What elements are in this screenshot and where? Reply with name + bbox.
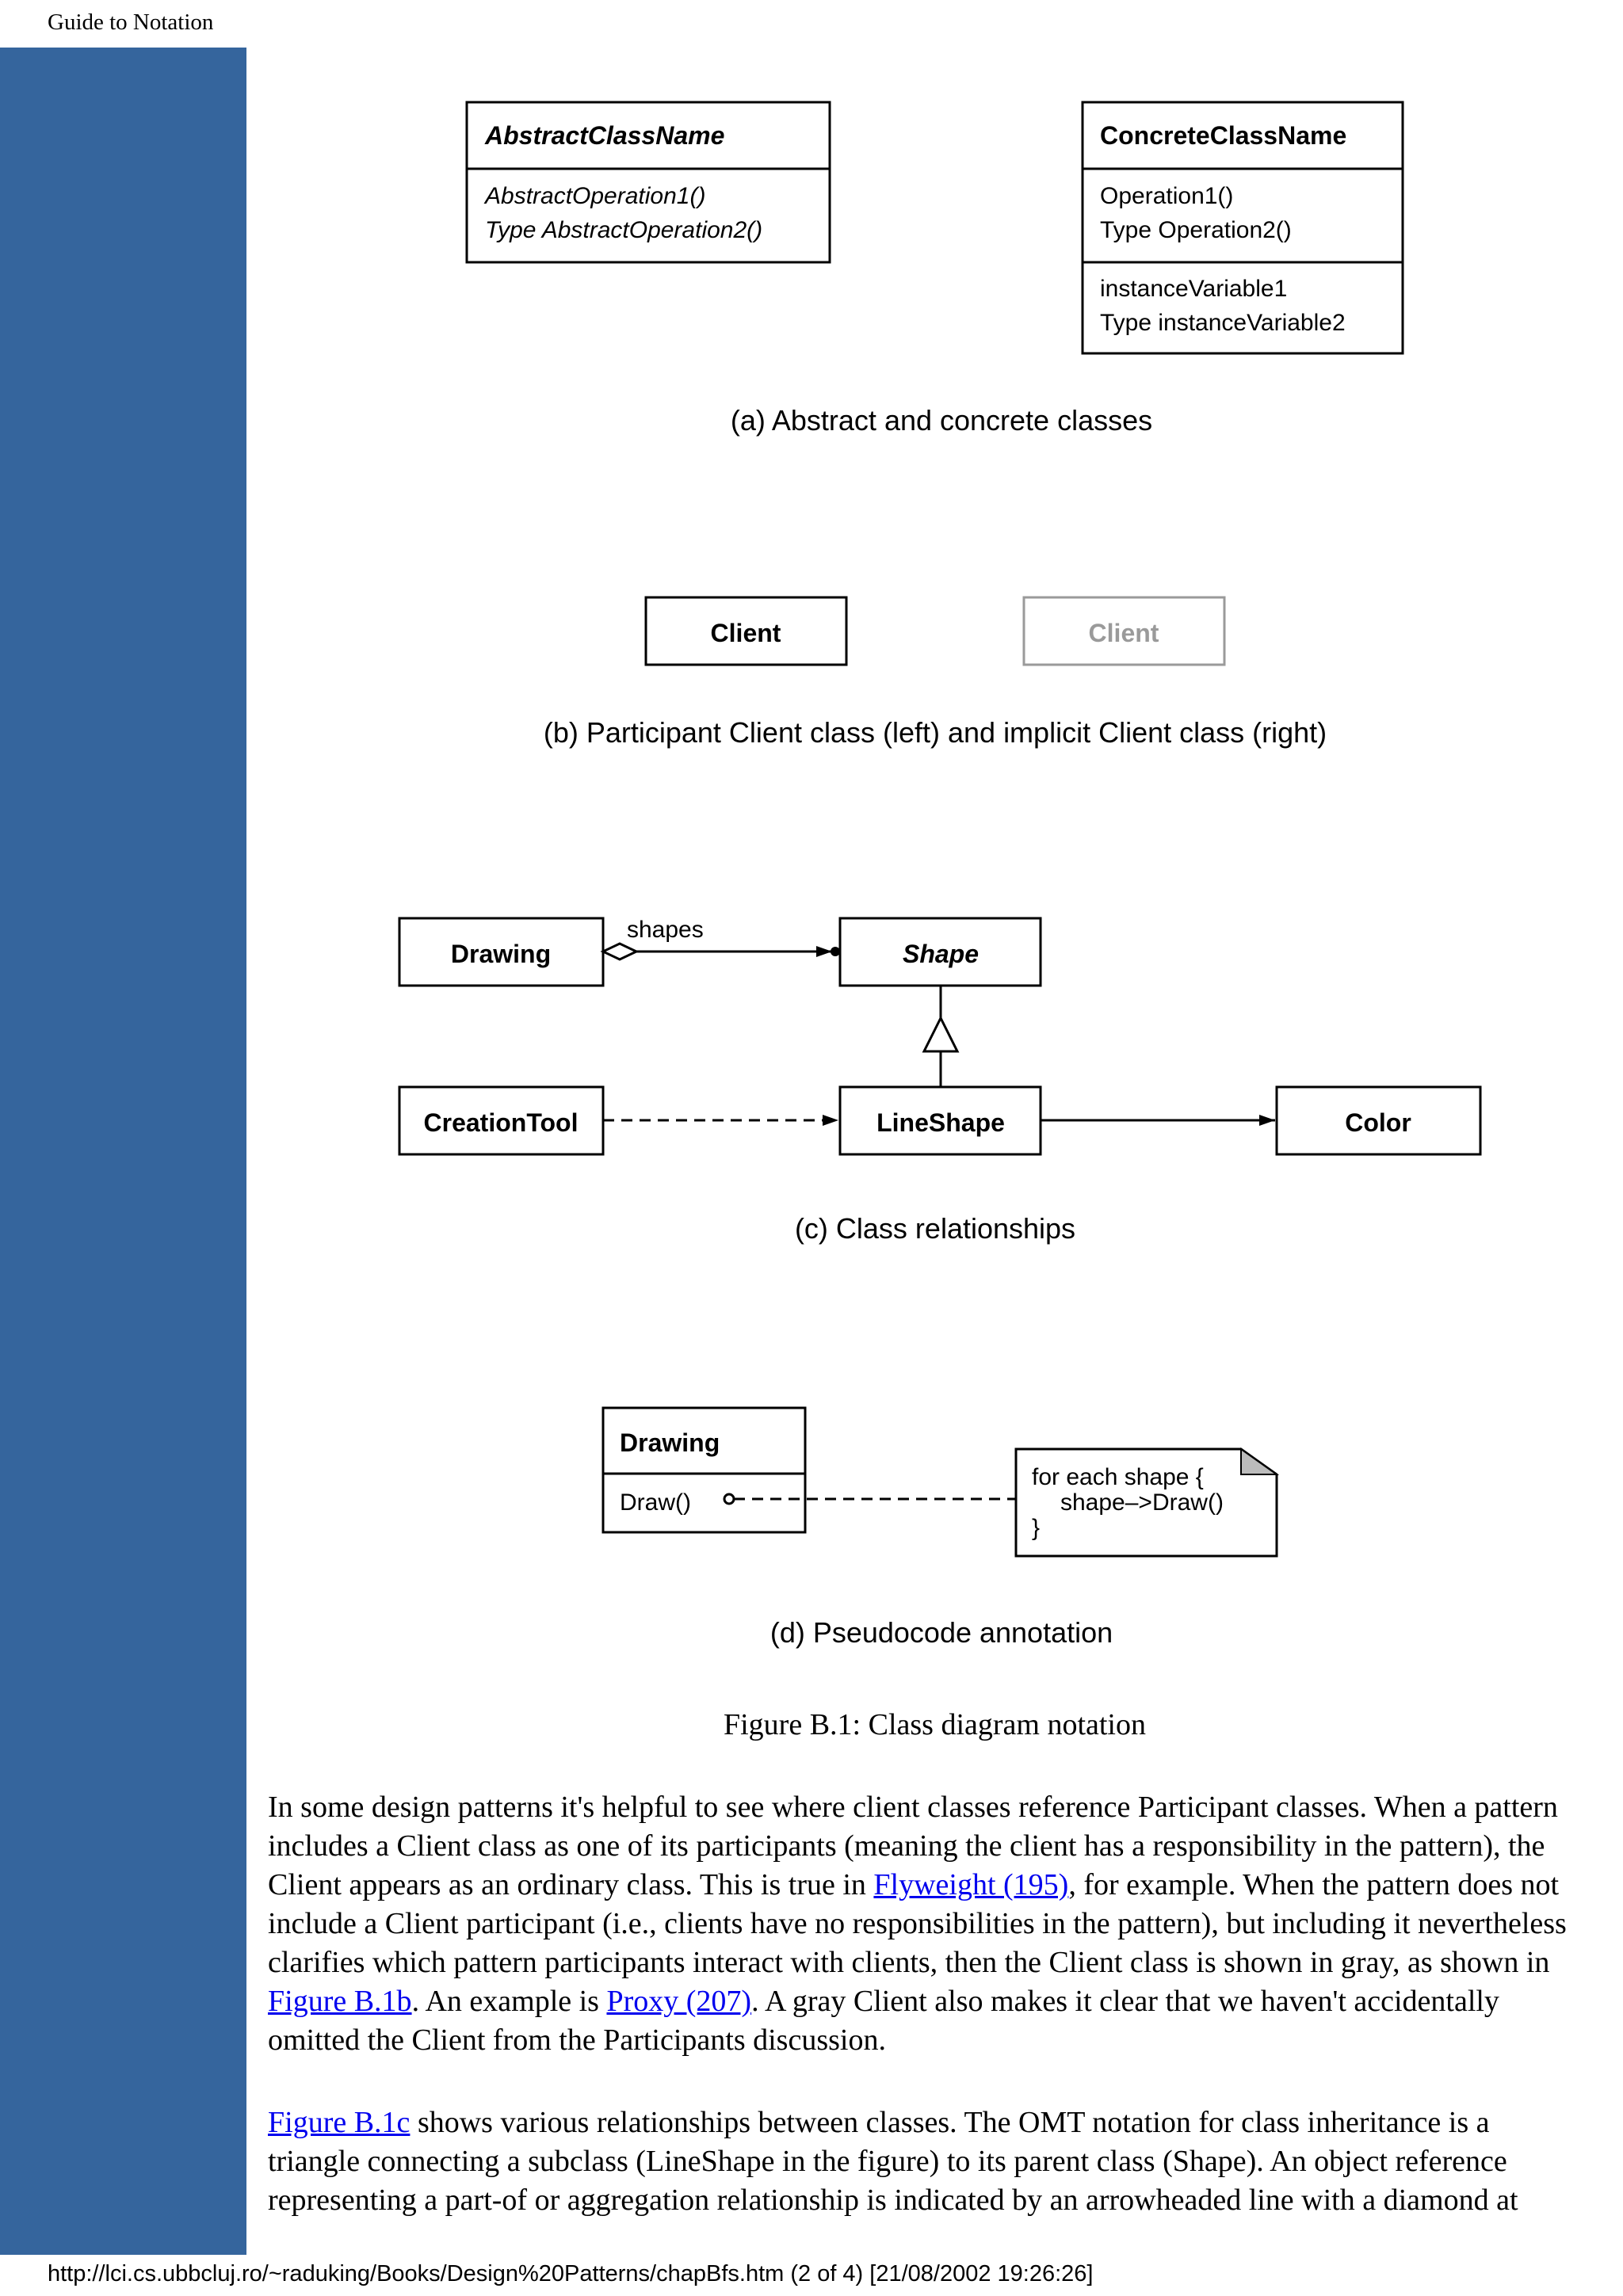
page-footer: http://lci.cs.ubbcluj.ro/~raduking/Books… [0,2255,1623,2296]
implicit-client-box: Client [1022,596,1226,666]
participant-client-name: Client [711,619,781,647]
drawing-draw-class-box: Drawing Draw() [601,1406,807,1534]
abstract-operation-2: Type AbstractOperation2() [485,217,762,243]
concrete-class-name: ConcreteClassName [1100,121,1346,150]
class-diagram-figure: AbstractClassName AbstractOperation1() T… [398,101,1482,1649]
line-shape-class-name: LineShape [876,1108,1005,1137]
abstract-class-name: AbstractClassName [484,121,724,150]
creation-tool-class-box: CreationTool [398,1085,605,1156]
line-shape-class-box: LineShape [838,1085,1042,1156]
color-class-name: Color [1345,1108,1411,1137]
page-header: Guide to Notation [0,0,1623,48]
figure-b1c-link[interactable]: Figure B.1c [268,2106,411,2139]
implicit-client-name: Client [1089,619,1159,647]
paragraph-text: In some design patterns it's helpful to … [268,1791,1558,1901]
footer-url: http://lci.cs.ubbcluj.ro/~raduking/Books… [48,2261,1094,2286]
caption-c: (c) Class relationships [795,1212,1075,1245]
creation-tool-class-name: CreationTool [424,1108,579,1137]
paragraph-relationships: Figure B.1c shows various relationships … [268,2103,1585,2220]
color-class-box: Color [1275,1085,1482,1156]
concrete-operation-2: Type Operation2() [1100,217,1292,243]
shapes-label: shapes [627,917,704,943]
figure-b1b-link[interactable]: Figure B.1b [268,1985,412,2018]
page-title: Guide to Notation [48,10,214,35]
note-line-2: shape–>Draw() [1060,1489,1224,1516]
abstract-class-box: AbstractClassName AbstractOperation1() T… [465,101,831,264]
inheritance-relationship [922,986,960,1087]
drawing-d-class-name: Drawing [620,1428,720,1457]
drawing-class-box: Drawing [398,917,605,987]
aggregation-relationship: shapes [600,917,840,961]
paragraph-clients: In some design patterns it's helpful to … [268,1788,1585,2060]
note-line-3: } [1032,1515,1040,1541]
instance-variable-2: Type instanceVariable2 [1100,310,1346,336]
figure-title: Figure B.1: Class diagram notation [723,1708,1146,1741]
paragraph-text: . An example is [411,1985,607,2018]
paragraph-text: , for example. When the pattern does not… [268,1868,1567,1979]
sidebar [0,48,246,2255]
caption-d: (d) Pseudocode annotation [770,1616,1113,1649]
proxy-link[interactable]: Proxy (207) [606,1985,752,2018]
paragraph-text: . A gray Client also makes it clear that… [268,1985,1499,2057]
shape-class-box: Shape [838,917,1042,987]
paragraph-text: shows various relationships between clas… [268,2106,1518,2217]
concrete-class-box: ConcreteClassName Operation1() Type Oper… [1081,101,1404,355]
caption-a: (a) Abstract and concrete classes [731,404,1152,437]
note-line-1: for each shape { [1032,1464,1204,1490]
drawing-class-name: Drawing [451,940,551,968]
flyweight-link[interactable]: Flyweight (195) [873,1868,1069,1901]
abstract-operation-1: AbstractOperation1() [483,183,705,209]
draw-operation: Draw() [620,1489,691,1516]
participant-client-box: Client [644,596,848,666]
concrete-operation-1: Operation1() [1100,183,1233,209]
shape-class-name: Shape [903,940,979,968]
pseudocode-note: for each shape { shape–>Draw() } [1014,1447,1280,1558]
instance-variable-1: instanceVariable1 [1100,276,1287,302]
caption-b: (b) Participant Client class (left) and … [544,716,1327,749]
